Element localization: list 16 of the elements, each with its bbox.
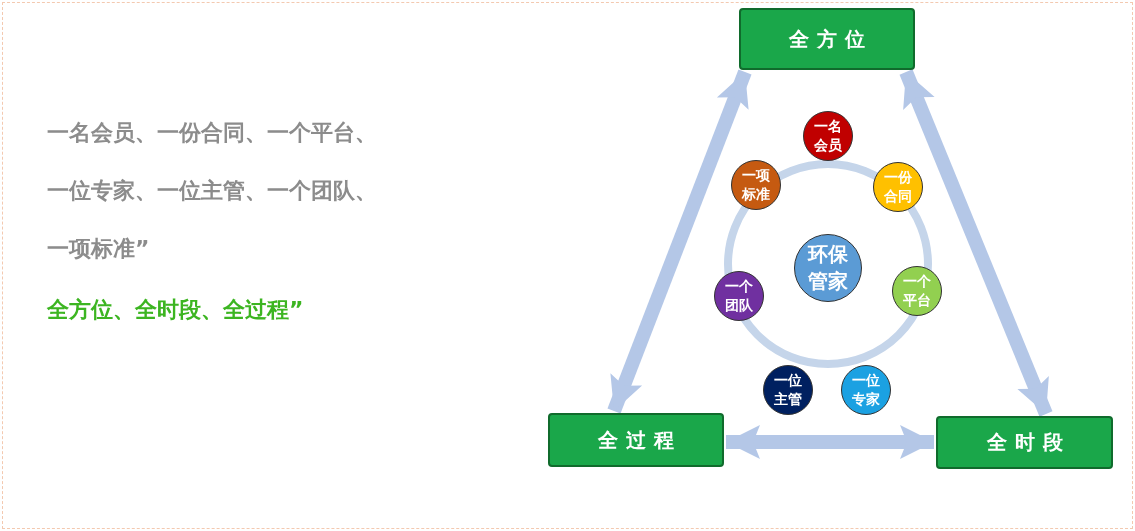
center-circle: 环保管家 <box>794 234 862 302</box>
double-arrow <box>726 425 934 459</box>
label-box: 全时段 <box>936 416 1113 469</box>
item-circle: 一名会员 <box>803 111 853 161</box>
double-arrow <box>899 69 1053 417</box>
item-circle: 一份合同 <box>873 162 923 212</box>
item-circle: 一位主管 <box>763 365 813 415</box>
double-arrow <box>607 69 752 414</box>
label-box: 全过程 <box>548 413 724 467</box>
item-circle: 一位专家 <box>841 365 891 415</box>
label-box: 全方位 <box>739 8 915 70</box>
item-circle: 一个平台 <box>892 266 942 316</box>
item-circle: 一项标准 <box>731 160 781 210</box>
highlight-text: 全方位、全时段、全过程” <box>47 296 305 324</box>
description-text: 一名会员、一份合同、一个平台、一位专家、一位主管、一个团队、一项标准” <box>47 119 378 263</box>
item-circle: 一个团队 <box>714 271 764 321</box>
